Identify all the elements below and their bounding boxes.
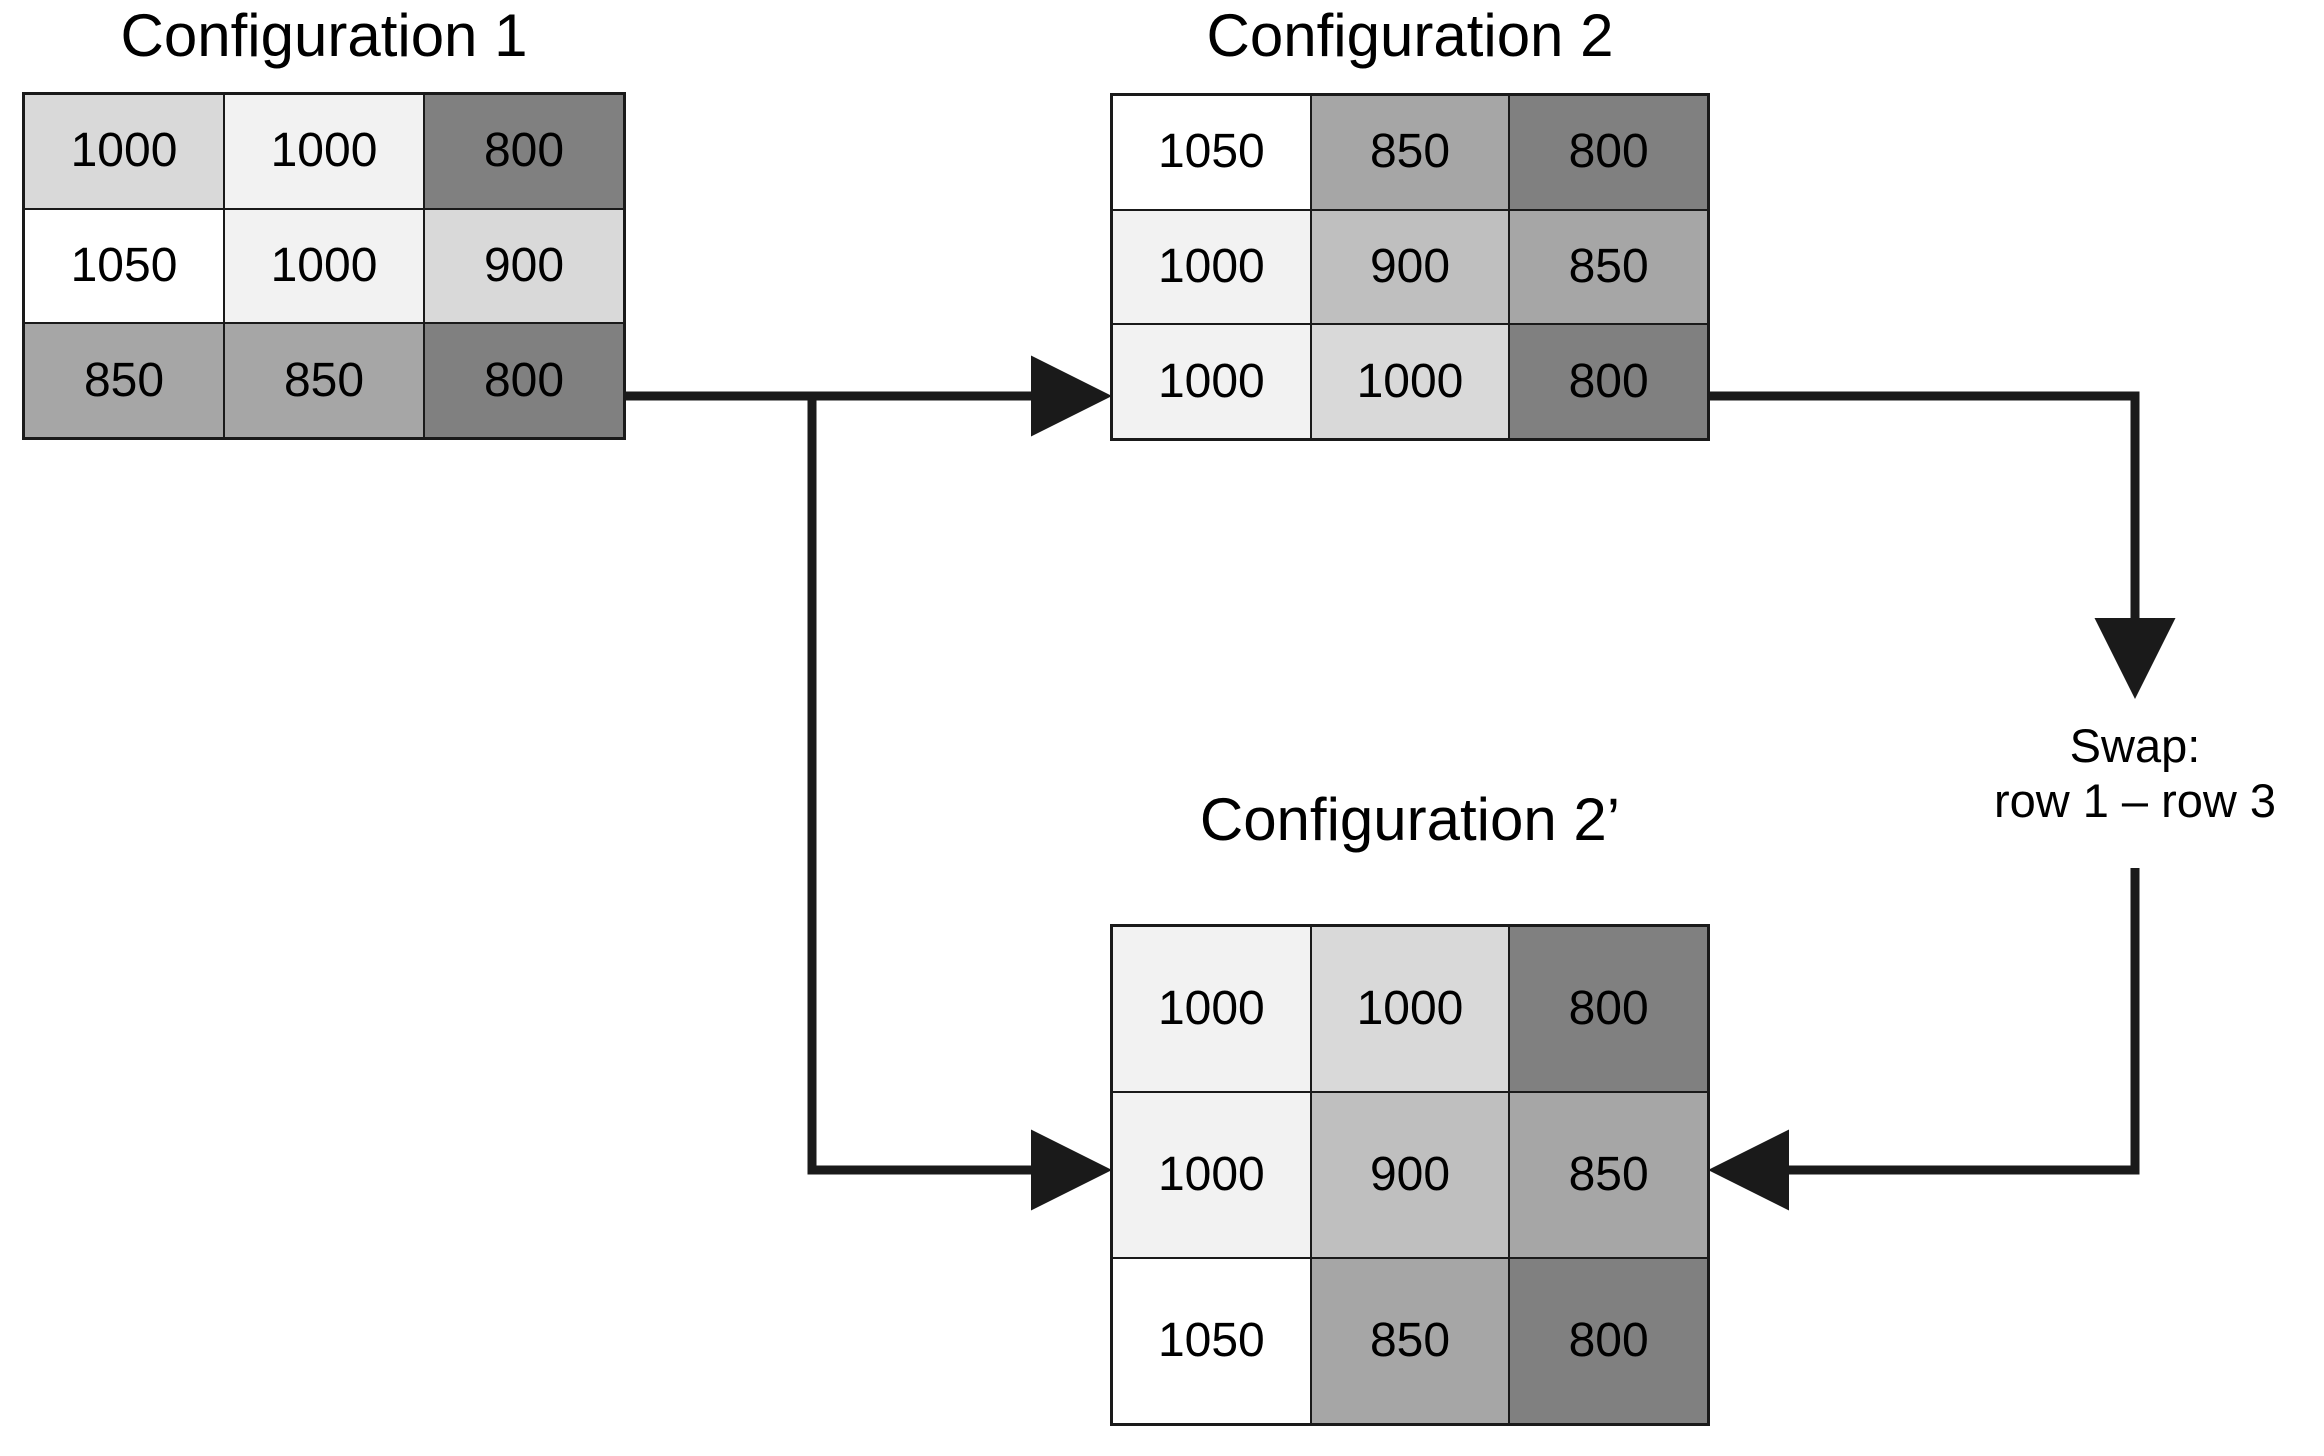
cell-r2c3: 850 — [1510, 210, 1707, 324]
cell-r1c2: 1000 — [1311, 927, 1509, 1091]
cell-r3c3: 800 — [425, 324, 623, 437]
swap-label-line2: row 1 – row 3 — [1993, 774, 2277, 828]
swap-label: Swap: row 1 – row 3 — [1875, 718, 2324, 829]
swap-label-line1: Swap: — [2069, 719, 2201, 772]
cell-r3c2: 1000 — [1311, 325, 1509, 438]
edge-config1-to-config2prime — [807, 396, 1112, 1211]
config2-grid: 1050 850 800 1000 900 850 1000 1000 800 — [1110, 93, 1710, 441]
cell-r3c1: 1000 — [1113, 325, 1310, 438]
cell-r1c3: 800 — [1510, 927, 1707, 1091]
cell-r2c2: 900 — [1311, 210, 1509, 324]
config1-grid: 1000 1000 800 1050 1000 900 850 850 800 — [22, 92, 626, 440]
cell-r3c1: 850 — [25, 324, 223, 437]
cell-r2c1: 1050 — [25, 209, 223, 323]
config2-title: Configuration 2 — [1206, 2, 1614, 69]
cell-r2c3: 900 — [425, 209, 623, 323]
cell-r1c3: 800 — [1510, 96, 1707, 209]
config2prime-title: Configuration 2’ — [1199, 786, 1621, 853]
cell-r2c3: 850 — [1510, 1093, 1707, 1257]
cell-r2c1: 1000 — [1113, 1093, 1310, 1257]
edge-config2-to-swap — [1708, 391, 2176, 699]
cell-r1c1: 1000 — [1113, 927, 1310, 1091]
config1-title: Configuration 1 — [120, 2, 528, 69]
cell-r3c2: 850 — [1311, 1259, 1509, 1423]
cell-r1c2: 1000 — [225, 95, 423, 208]
cell-r3c3: 800 — [1510, 1259, 1707, 1423]
cell-r1c1: 1050 — [1113, 96, 1310, 209]
cell-r2c2: 1000 — [225, 209, 423, 323]
cell-r1c1: 1000 — [25, 95, 223, 208]
config2prime-grid: 1000 1000 800 1000 900 850 1050 850 800 — [1110, 924, 1710, 1426]
cell-r3c2: 850 — [225, 324, 423, 437]
edge-swap-to-config2prime — [1708, 868, 2140, 1211]
cell-r2c1: 1000 — [1113, 210, 1310, 324]
cell-r1c3: 800 — [425, 95, 623, 208]
cell-r1c2: 850 — [1311, 96, 1509, 209]
cell-r3c1: 1050 — [1113, 1259, 1310, 1423]
cell-r2c2: 900 — [1311, 1093, 1509, 1257]
cell-r3c3: 800 — [1510, 325, 1707, 438]
